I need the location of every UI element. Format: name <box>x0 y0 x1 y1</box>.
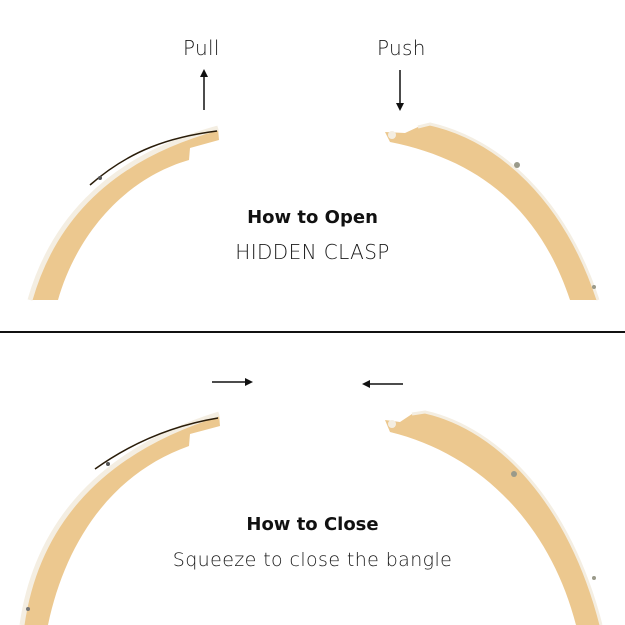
gem-icon <box>592 576 596 580</box>
close-heading: How to Close <box>246 514 379 535</box>
gem-icon <box>26 607 30 611</box>
right-bangle-half <box>385 410 603 625</box>
how-to-open-panel: Pull Push How to Open HIDDEN CLASP <box>27 36 600 301</box>
arrow-up-icon <box>200 69 208 110</box>
gem-icon <box>592 285 596 289</box>
arrow-down-icon <box>396 70 404 111</box>
push-label: Push <box>377 36 426 60</box>
gem-icon <box>511 471 517 477</box>
how-to-close-panel: How to Close Squeeze to close the bangle <box>0 334 625 625</box>
open-heading: How to Open <box>247 207 378 228</box>
gem-icon <box>98 176 102 180</box>
left-bangle-half <box>19 411 220 625</box>
arrow-left-icon <box>362 380 403 388</box>
right-bangle-half <box>385 122 600 301</box>
pull-label: Pull <box>183 36 220 60</box>
section-divider <box>0 331 625 333</box>
close-illustration <box>19 378 603 625</box>
gem-icon <box>514 162 520 168</box>
left-bangle-half <box>27 125 219 301</box>
close-subtitle: Squeeze to close the bangle <box>172 549 453 571</box>
gem-icon <box>106 462 110 466</box>
open-subtitle: HIDDEN CLASP <box>235 240 390 264</box>
arrow-right-icon <box>212 378 253 386</box>
open-illustration <box>27 69 600 301</box>
